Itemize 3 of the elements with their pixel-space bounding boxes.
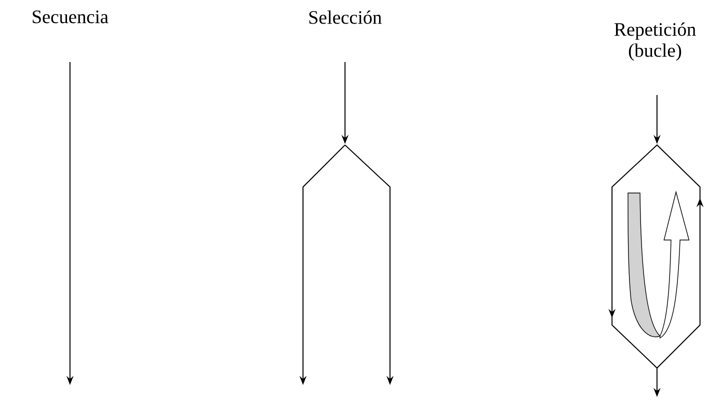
heading: Selección xyxy=(309,10,382,24)
heading: Secuencia xyxy=(32,10,108,24)
heading: Repetición (bucle) xyxy=(614,22,696,61)
